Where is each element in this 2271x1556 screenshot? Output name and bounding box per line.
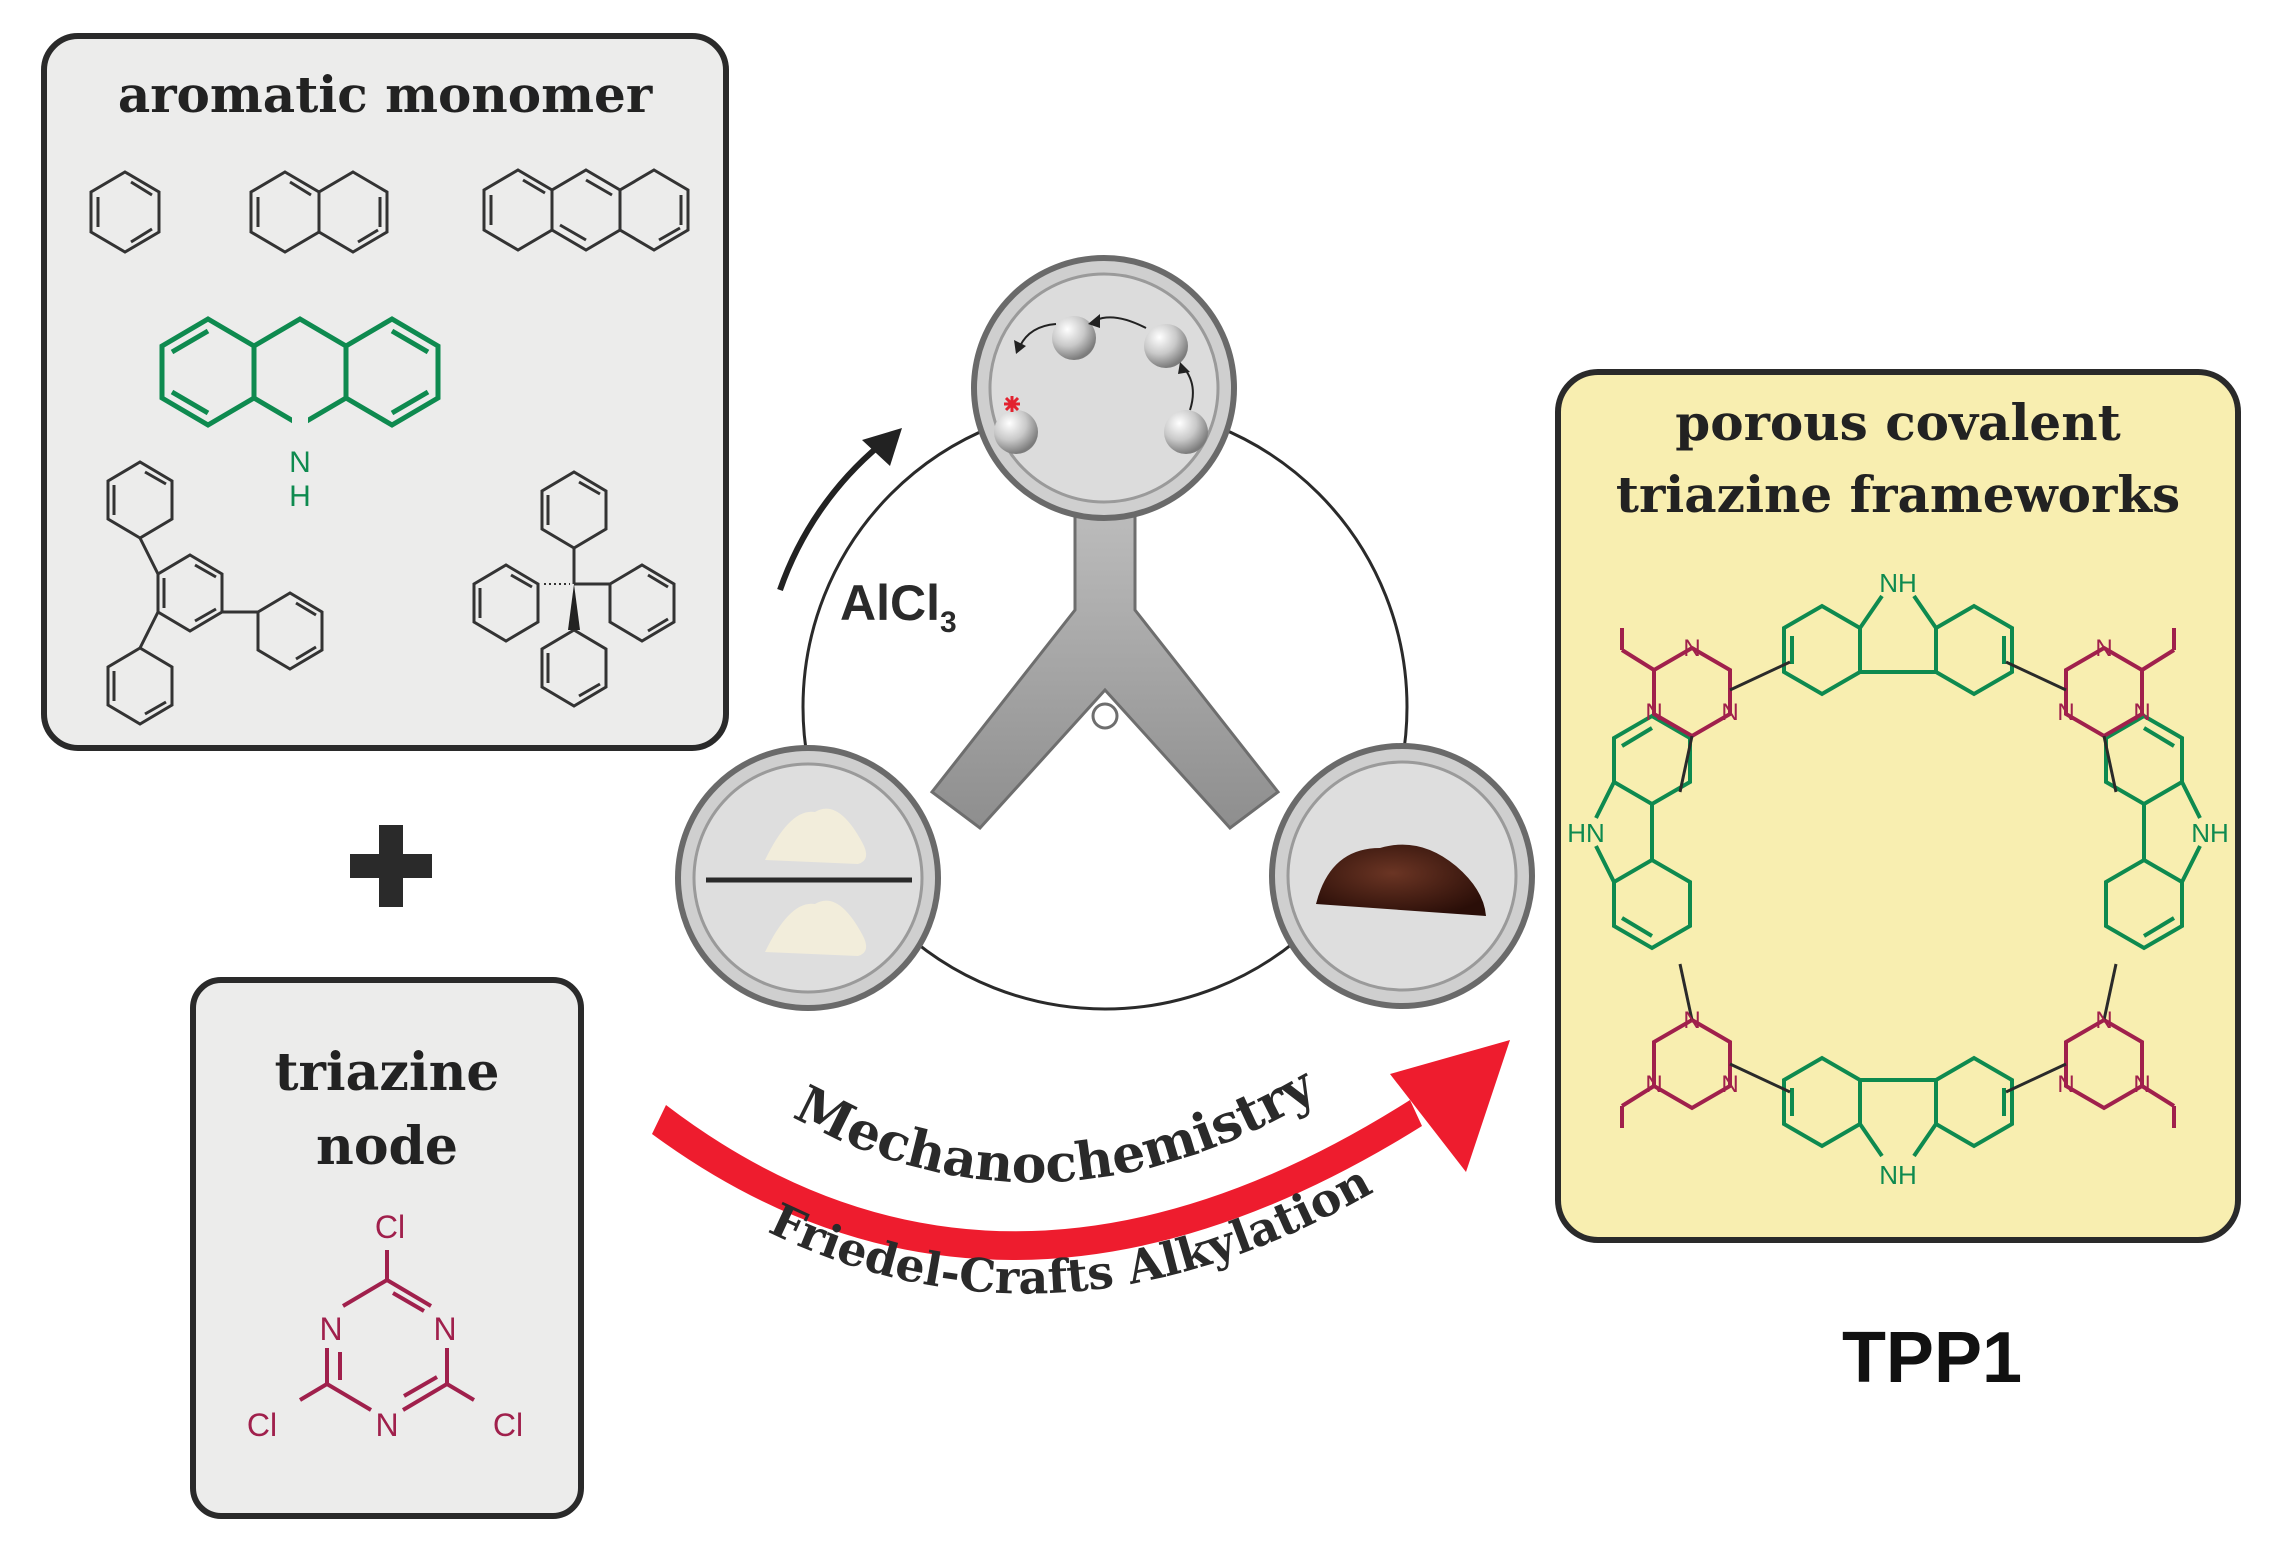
triazine-node-title-line1: triazine bbox=[274, 1042, 499, 1103]
cyanuric-chloride-structure bbox=[298, 1250, 476, 1412]
framework-title-line1: porous covalent bbox=[1675, 393, 2120, 452]
framework-carbazole-top bbox=[1782, 594, 2014, 697]
milling-ball bbox=[1164, 410, 1208, 454]
framework-linker-bonds bbox=[1678, 660, 2118, 1094]
svg-text:N: N bbox=[2133, 1071, 2150, 1098]
svg-text:N: N bbox=[2095, 1007, 2112, 1034]
svg-text:N: N bbox=[1721, 1071, 1738, 1098]
framework-box: porous covalent triazine frameworks NH N… bbox=[1555, 369, 2241, 1243]
cyanuric-chloride-labels: Cl N N N Cl Cl bbox=[247, 1209, 523, 1443]
cl-right-label: Cl bbox=[493, 1407, 523, 1443]
white-powder-top bbox=[765, 808, 867, 864]
brown-powder bbox=[1316, 844, 1486, 916]
process-label-mechanochemistry: Mechanochemistry bbox=[786, 1054, 1327, 1195]
n-right-label: N bbox=[433, 1311, 456, 1347]
aromatic-monomer-title: aromatic monomer bbox=[118, 65, 653, 124]
framework-carbazole-bottom bbox=[1782, 1055, 2014, 1158]
triazine-node-box: triazine node Cl N N N Cl Cl bbox=[190, 977, 584, 1519]
milling-ball bbox=[1052, 316, 1096, 360]
aromatic-monomer-box: aromatic monomer bbox=[41, 33, 729, 751]
ball-mill-illustration: AlCl3 bbox=[675, 255, 1535, 1011]
reagent-label: AlCl3 bbox=[840, 575, 957, 639]
tetraphenylmethane-stereo-bonds bbox=[544, 583, 580, 630]
svg-text:N: N bbox=[1683, 1007, 1700, 1034]
framework-carbazole-right bbox=[2104, 713, 2202, 951]
mill-rotor bbox=[929, 468, 1281, 831]
anthracene-structure bbox=[482, 168, 690, 252]
milling-jar-top bbox=[971, 255, 1237, 521]
cl-left-label: Cl bbox=[247, 1407, 277, 1443]
svg-text:N: N bbox=[2057, 1071, 2074, 1098]
milling-ball bbox=[994, 410, 1038, 454]
framework-title-line2: triazine frameworks bbox=[1616, 465, 2180, 524]
white-powder-bottom bbox=[765, 900, 867, 956]
svg-text:N: N bbox=[1721, 699, 1738, 726]
n-bottom-label: N bbox=[375, 1407, 398, 1443]
svg-text:N: N bbox=[2133, 699, 2150, 726]
impact-star-icon bbox=[1004, 396, 1020, 412]
naphthalene-structure bbox=[249, 170, 389, 254]
svg-text:N: N bbox=[1683, 635, 1700, 662]
triphenylbenzene-structure bbox=[106, 460, 324, 726]
framework-nh-right: NH bbox=[2191, 818, 2229, 848]
cl-top-label: Cl bbox=[375, 1209, 405, 1245]
carbazole-structure bbox=[159, 316, 441, 428]
framework-hn-left: HN bbox=[1567, 818, 1605, 848]
milling-jar-product bbox=[1269, 743, 1535, 1009]
milling-ball bbox=[1144, 324, 1188, 368]
framework-nh-top: NH bbox=[1879, 568, 1917, 598]
svg-text:N: N bbox=[2057, 699, 2074, 726]
carbazole-h-label: H bbox=[289, 480, 311, 513]
tetraphenylmethane-structure bbox=[472, 470, 676, 708]
framework-carbazole-left bbox=[1594, 713, 1692, 951]
n-left-label: N bbox=[319, 1311, 342, 1347]
framework-nh-bottom: NH bbox=[1879, 1160, 1917, 1190]
rotation-arrow bbox=[777, 442, 882, 591]
benzene-structure bbox=[89, 170, 161, 254]
svg-text:N: N bbox=[1645, 1071, 1662, 1098]
carbazole-n-label: N bbox=[289, 446, 311, 479]
product-label: TPP1 bbox=[1842, 1318, 2022, 1398]
triazine-node-title-line2: node bbox=[316, 1116, 458, 1177]
svg-text:N: N bbox=[1645, 699, 1662, 726]
plus-sign bbox=[350, 825, 432, 907]
svg-text:N: N bbox=[2095, 635, 2112, 662]
process-arrow bbox=[652, 1040, 1510, 1261]
framework-triazine-n-labels: N N N N N N N N N N N N bbox=[1645, 635, 2150, 1098]
milling-jar-reactants bbox=[675, 745, 941, 1011]
